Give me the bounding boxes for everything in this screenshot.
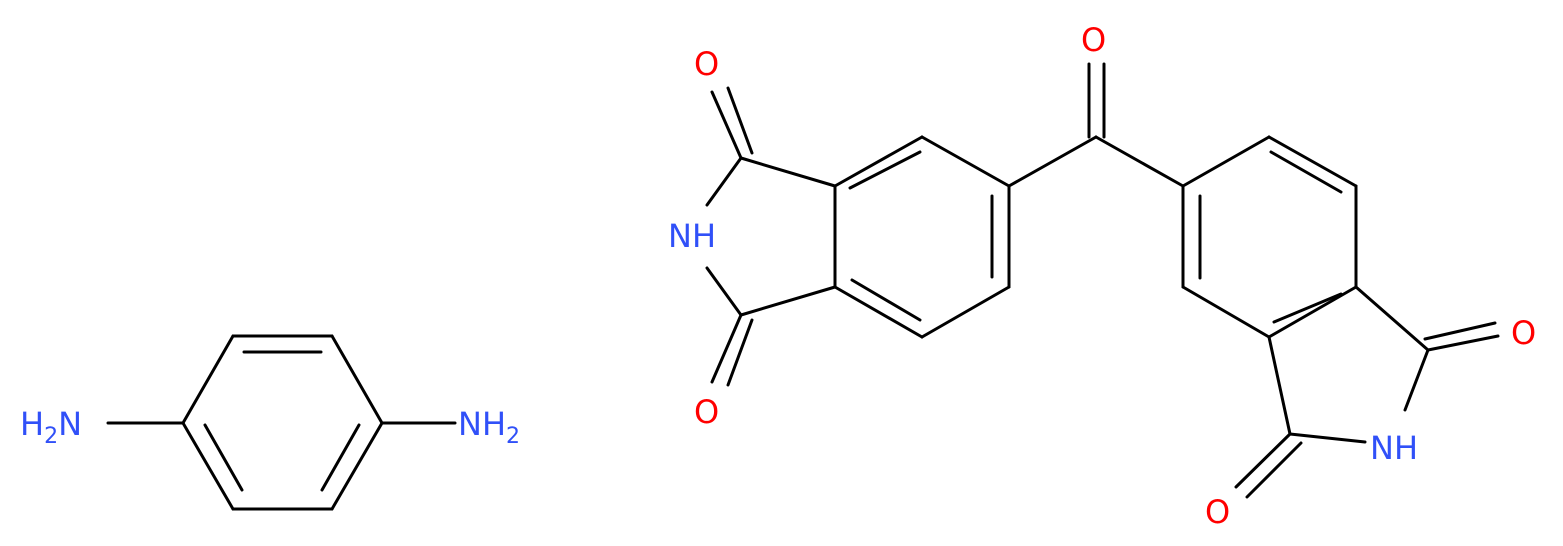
bond [705,266,743,317]
bond [1007,135,1098,188]
carbonyl-bond [710,90,743,160]
carbonyl-bond [710,313,743,384]
ketone-oxygen-label: O [1081,21,1106,59]
phenylenediamine-molecule: H2N NH2 [20,334,520,511]
oxygen-label: O [1511,314,1536,352]
bond [330,421,384,511]
oxygen-label: O [694,45,719,83]
bond [1094,135,1185,188]
bond [1288,432,1367,444]
double-bond-inner [203,423,244,492]
double-bond-inner [320,423,361,492]
bond [833,285,924,339]
oxygen-label: O [1205,493,1230,531]
carbonyl-bond [1245,441,1303,499]
bond [1354,285,1430,352]
imide-nh-label: NH [668,217,716,255]
bond [1267,135,1358,188]
bond [181,421,235,511]
amine-right-label: NH2 [458,405,520,449]
bond [1181,135,1271,188]
bond [920,135,1011,188]
benzene-ring-right [1181,135,1358,339]
bond [705,156,743,207]
bond [1267,335,1292,436]
double-bond-inner [848,150,922,190]
benzene-ring-left [181,334,384,511]
double-bond-inner [850,278,922,322]
carbonyl-bond [726,318,754,387]
carbonyl-bond [1423,321,1497,341]
imide-nh-label: NH [1370,429,1418,467]
bond [920,285,1011,339]
bond [1403,348,1430,412]
amine-left-label: H2N [20,405,82,449]
carbonyl-bond [1234,432,1292,489]
diimide-molecule: O NH O O O NH O [668,21,1536,531]
bond [739,156,837,188]
bond [739,285,837,317]
bond [330,334,384,425]
bond [833,135,924,188]
oxygen-label: O [694,393,719,431]
double-bond-inner [1272,292,1343,324]
bond [1181,285,1271,339]
carbonyl-bond [726,86,754,155]
bond [181,334,235,425]
benzene-ring-center-left [833,135,1011,339]
bond [1267,285,1358,339]
double-bond-inner [1269,150,1343,194]
carbonyl-bond [1426,334,1500,352]
